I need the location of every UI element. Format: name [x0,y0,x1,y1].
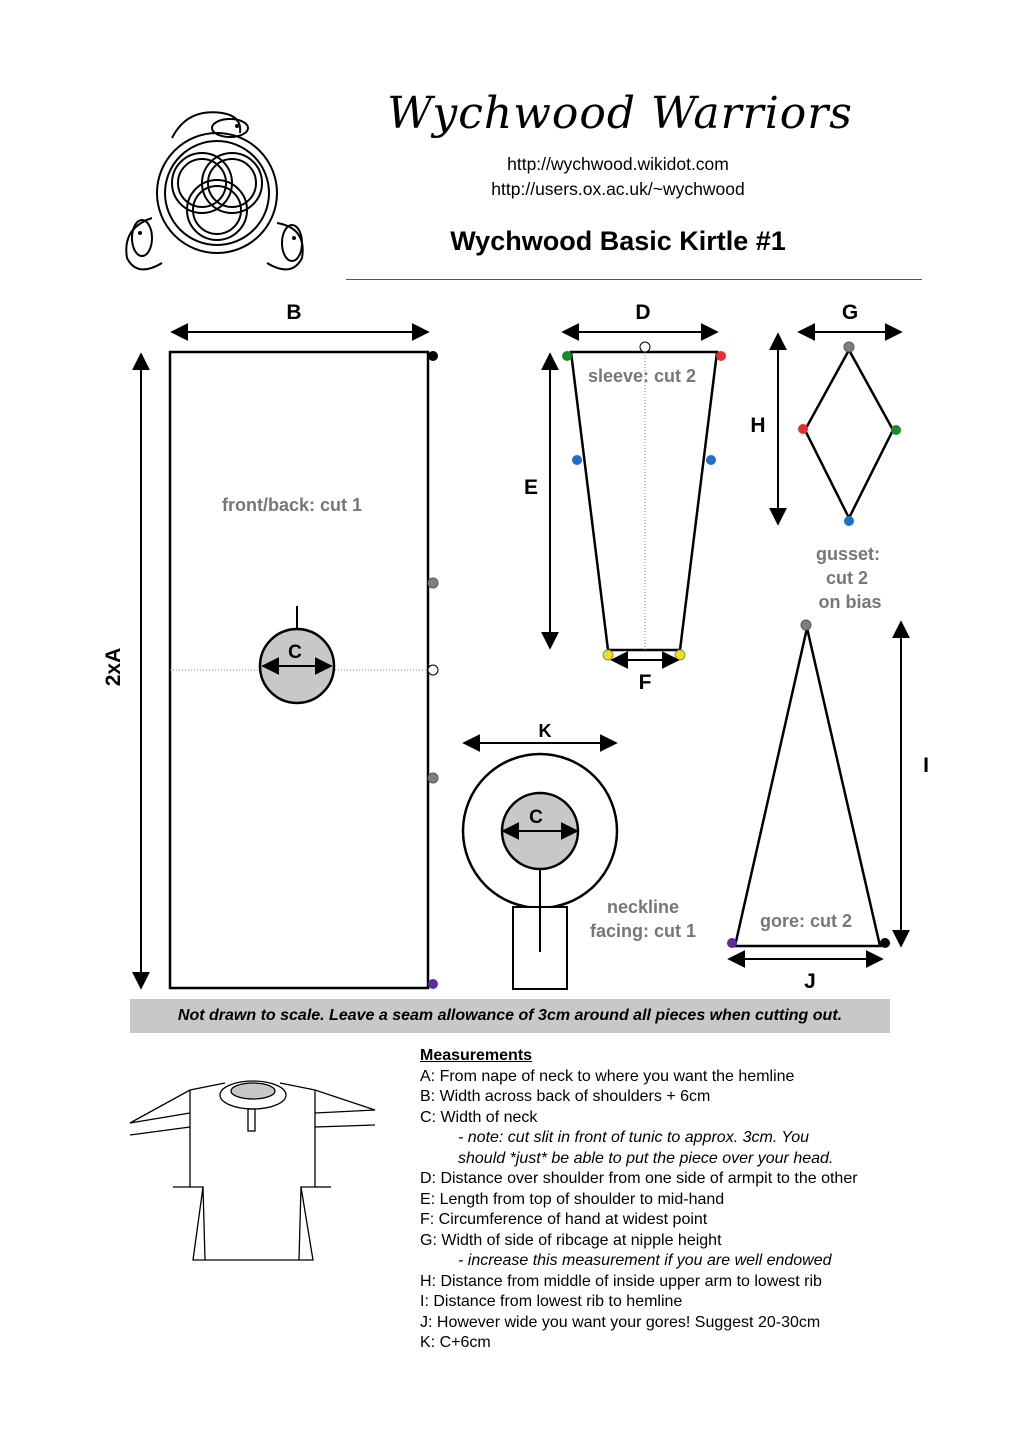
front-back-piece: C front/back: cut 1 [168,350,439,990]
label-c-facing: C [529,807,543,828]
sleeve-marker-white [639,341,651,353]
measurement-b: B: Width across back of shoulders + 6cm [420,1088,711,1105]
measurement-c-note-1: - note: cut slit in front of tunic to ap… [458,1129,809,1146]
document-title: Wychwood Basic Kirtle #1 [450,226,786,256]
sleeve-marker-yellow-right [674,649,686,661]
label-f: F [639,671,652,694]
kirtle-sketch-icon [129,1080,376,1261]
measurement-j: J: However wide you want your gores! Sug… [420,1313,821,1331]
measurement-c-note-2: should *just* be able to put the piece o… [458,1149,834,1167]
label-g: G [842,301,858,324]
gusset-caption-3: on bias [818,592,881,612]
pattern-diagram: C front/back: cut 1 B 2xA sleeve: cut 2 … [102,301,929,993]
neckline-facing-piece: C neckline facing: cut 1 [461,752,696,990]
measurement-e: E: Length from top of shoulder to mid-ha… [420,1190,725,1208]
sleeve-outline [569,350,719,652]
sleeve-marker-blue-right [706,455,716,465]
label-i: I [923,754,929,777]
measurement-g-note: - increase this measurement if you are w… [458,1252,832,1269]
measurement-c: C: Width of neck [420,1108,538,1126]
gore-marker-purple [727,938,737,948]
sleeve-marker-yellow-left [602,649,614,661]
label-h: H [750,414,765,437]
label-b: B [286,301,301,324]
gore-outline [733,627,882,948]
marker-white-mid [427,664,439,676]
sleeve-caption: sleeve: cut 2 [588,366,696,386]
gusset-piece: gusset: cut 2 on bias [798,341,901,612]
gusset-marker-grey [843,341,855,353]
marker-grey-lower [427,772,439,784]
site-url-primary: http://wychwood.wikidot.com [507,154,729,174]
marker-purple-bottom [428,979,438,989]
celtic-serpent-knot-logo [125,111,304,271]
sleeve-marker-blue-left [572,455,582,465]
sleeve-piece: sleeve: cut 2 [562,341,726,661]
front-back-caption: front/back: cut 1 [222,495,362,515]
measurements-list: Measurements A: From nape of neck to whe… [420,1046,1000,1354]
marker-black-top [428,351,438,361]
marker-grey-upper [427,577,439,589]
neckline-caption-1: neckline [607,897,679,917]
gore-caption: gore: cut 2 [760,911,852,931]
gusset-marker-red [798,424,808,434]
label-2xa: 2xA [102,648,125,687]
gusset-marker-green [891,425,901,435]
header-divider [346,279,922,280]
gore-marker-black [880,938,890,948]
gusset-caption-1: gusset: [816,544,880,564]
gusset-caption-2: cut 2 [826,568,868,588]
measurement-a: A: From nape of neck to where you want t… [420,1067,795,1085]
site-url-secondary: http://users.ox.ac.uk/~wychwood [491,179,745,199]
measurement-k: K: C+6cm [420,1334,491,1351]
measurement-h: H: Distance from middle of inside upper … [420,1272,822,1290]
neckline-caption-2: facing: cut 1 [590,921,696,941]
label-d: D [635,301,650,324]
gusset-outline [803,347,895,521]
measurement-f: F: Circumference of hand at widest point [420,1211,708,1228]
sleeve-marker-green [562,351,572,361]
gore-marker-grey [800,619,812,631]
label-e: E [524,476,538,499]
gore-piece: gore: cut 2 [727,619,890,948]
label-j: J [804,970,816,993]
site-title: Wychwood Warriors [387,88,853,139]
measurement-d: D: Distance over shoulder from one side … [420,1170,858,1187]
measurements-heading: Measurements [420,1047,533,1064]
gusset-marker-blue [844,516,854,526]
label-k: K [539,721,552,741]
scale-note: Not drawn to scale. Leave a seam allowan… [130,999,890,1033]
label-c-body: C [288,642,302,663]
measurement-i: I: Distance from lowest rib to hemline [420,1293,683,1310]
sleeve-marker-red [716,351,726,361]
measurement-g: G: Width of side of ribcage at nipple he… [420,1231,722,1249]
